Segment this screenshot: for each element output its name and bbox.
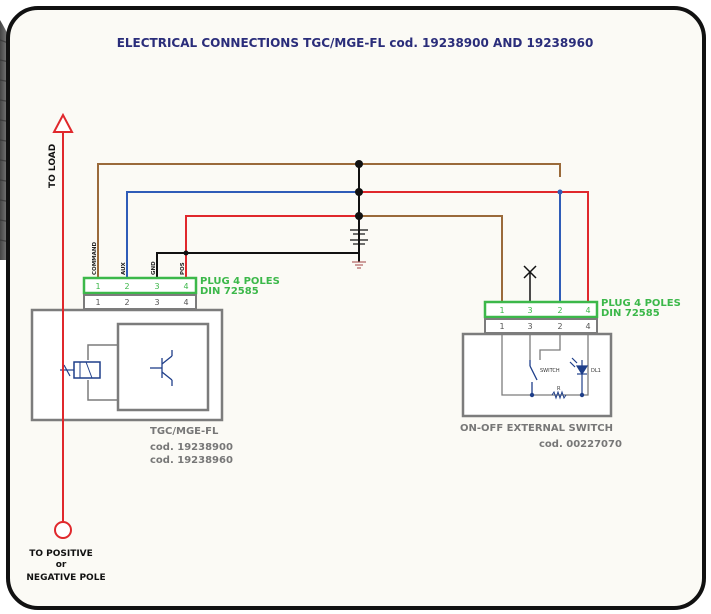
load-label: TO LOAD	[48, 144, 58, 188]
diagram-title: ELECTRICAL CONNECTIONS TGC/MGE-FL cod. 1…	[117, 36, 594, 50]
right-socket-pin: 1	[499, 322, 504, 331]
left-plug-label: DIN 72585	[200, 286, 259, 297]
left-plug-pin: 3	[154, 282, 159, 291]
unused-terminal-icon	[523, 265, 537, 302]
junction-dot	[355, 160, 363, 168]
positive-label: TO POSITIVE	[29, 549, 93, 559]
resistor-icon	[551, 390, 567, 400]
wire-aux-blue	[126, 191, 561, 302]
wire-label-gnd: GND	[151, 261, 157, 275]
load-arrow-icon	[52, 112, 74, 133]
wire-label-aux: AUX	[121, 261, 127, 275]
junction-dot	[355, 188, 363, 196]
right-plug-pin: 4	[585, 306, 590, 315]
wire-pos-red	[185, 215, 359, 277]
wire-command-brown	[97, 163, 561, 277]
ground-icon	[352, 261, 366, 269]
right-plug-label: PLUG 4 POLES	[601, 298, 681, 309]
positive-terminal-icon	[54, 521, 72, 539]
right-socket-pin: 3	[527, 322, 532, 331]
wire-gnd-black	[156, 252, 359, 277]
led-label: DL1	[591, 368, 601, 374]
junction-dot	[557, 189, 563, 195]
right-plug-pin: 2	[557, 306, 562, 315]
led-icon	[569, 357, 589, 395]
left-socket-pin: 1	[95, 298, 100, 307]
wire-label-command: COMMAND	[92, 241, 98, 275]
left-socket-body	[83, 294, 197, 310]
switch-unit-box	[461, 332, 613, 418]
left-socket-pin: 3	[154, 298, 159, 307]
switch-unit: SWITCH R DL1	[461, 332, 613, 418]
tgc-device-inner	[116, 322, 210, 412]
right-plug-body	[483, 300, 599, 319]
diagram-panel	[6, 6, 706, 610]
right-plug: 1 3 2 4 1 3 2 4 PLUG 4 POLES DIN 72585	[483, 298, 681, 334]
left-plug-pin: 4	[183, 282, 188, 291]
right-plug-pin: 1	[499, 306, 504, 315]
left-plug-pin: 2	[124, 282, 129, 291]
right-plug-label: DIN 72585	[601, 308, 660, 319]
battery-symbol	[350, 229, 368, 245]
junction-dot	[355, 212, 363, 220]
device-code: cod. 19238900	[150, 442, 233, 453]
left-plug-pin: 1	[95, 282, 100, 291]
left-plug-label: PLUG 4 POLES	[200, 276, 280, 287]
device-code: cod. 19238960	[150, 455, 233, 466]
load-circuit	[52, 112, 74, 539]
wire-red-to-switch	[359, 191, 589, 302]
left-plug-body	[82, 276, 198, 295]
resistor-label: R	[557, 386, 561, 392]
switch-label: SWITCH	[540, 368, 560, 374]
right-plug-pin: 3	[527, 306, 532, 315]
switch-unit-code: cod. 00227070	[539, 439, 622, 450]
left-plug: 1 2 3 4 1 2 3 4 PLUG 4 POLES DIN 72585 C…	[82, 241, 280, 310]
junction-dot	[183, 250, 189, 256]
right-socket-pin: 2	[557, 322, 562, 331]
switch-unit-name: ON-OFF EXTERNAL SWITCH	[460, 423, 613, 434]
transistor-icon	[150, 350, 173, 386]
left-socket-pin: 4	[183, 298, 188, 307]
wire-brown-to-switch	[359, 215, 503, 302]
right-socket-pin: 4	[585, 322, 590, 331]
wire-label-pos: POS	[180, 262, 186, 275]
positive-label: NEGATIVE POLE	[26, 573, 105, 583]
left-socket-pin: 2	[124, 298, 129, 307]
positive-label: or	[56, 560, 67, 570]
tgc-device	[30, 308, 224, 422]
device-name: TGC/MGE-FL	[150, 426, 219, 437]
